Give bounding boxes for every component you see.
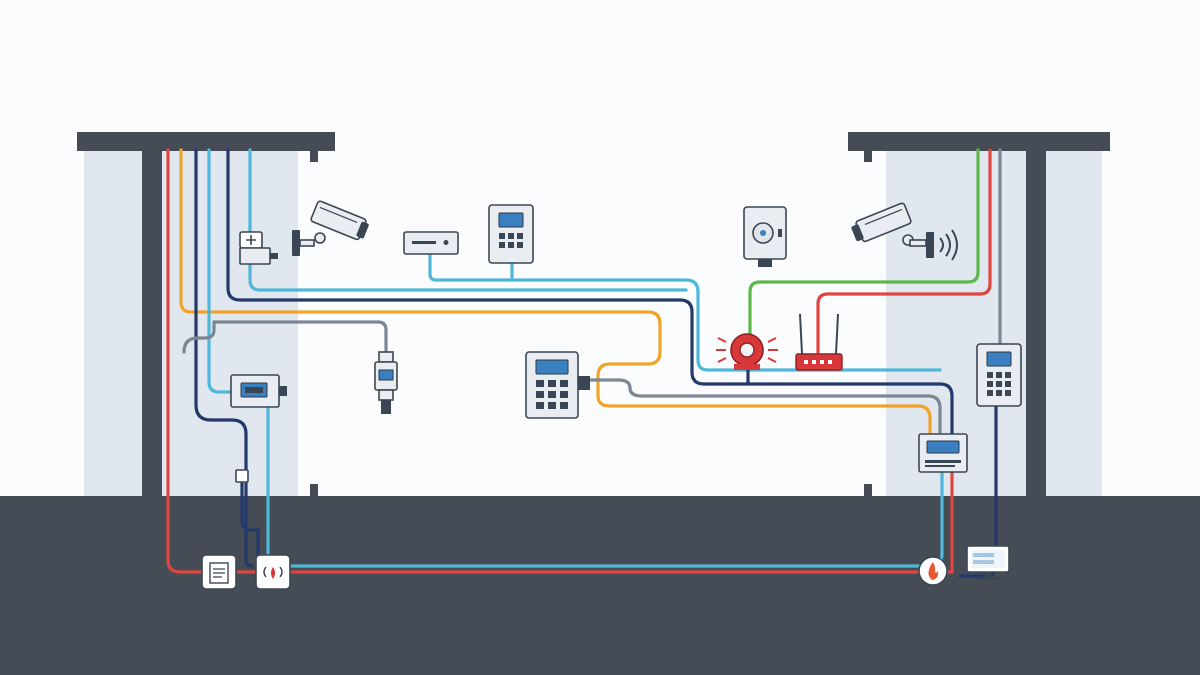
wireless-router-icon[interactable]	[795, 313, 843, 371]
keypad-icon[interactable]	[976, 343, 1022, 407]
monitor-icon[interactable]: 8888888 8888888	[966, 545, 1010, 580]
wire-green	[748, 148, 980, 362]
alarm-siren-icon[interactable]	[716, 333, 778, 370]
left-floor-tab	[310, 484, 318, 496]
smoke-sensor-icon[interactable]	[255, 554, 291, 590]
wire-gray	[588, 378, 942, 442]
security-camera-icon[interactable]	[850, 202, 958, 261]
right-ceiling-beam	[848, 132, 1110, 151]
control-panel-icon[interactable]	[918, 433, 968, 473]
safe-icon[interactable]	[743, 206, 787, 267]
security-camera-icon[interactable]	[292, 200, 370, 256]
left-wall-structure	[77, 132, 335, 496]
wire-light-blue	[428, 252, 942, 372]
wire-gray	[182, 320, 388, 358]
right-beam-tab	[864, 150, 872, 162]
right-floor-tab	[864, 484, 872, 496]
card-reader-icon[interactable]	[403, 231, 459, 255]
wire-navy	[240, 478, 260, 568]
keypad-icon[interactable]	[488, 204, 534, 264]
junction-box-icon[interactable]	[201, 554, 237, 590]
wire-red	[166, 148, 932, 574]
wire-orange	[179, 148, 932, 442]
right-floor-beam	[848, 496, 1110, 516]
left-beam-tab	[310, 150, 318, 162]
clip-sensor-icon[interactable]	[235, 469, 249, 483]
wire-red	[816, 148, 992, 354]
fire-sensor-icon[interactable]	[918, 556, 948, 586]
wire-light-blue	[207, 148, 234, 394]
svg-text:8888888: 8888888	[973, 553, 994, 559]
left-floor-beam	[77, 496, 335, 516]
keypad-icon[interactable]	[525, 351, 590, 419]
cable-connector-icon[interactable]	[374, 351, 398, 414]
network-jack-icon[interactable]	[230, 374, 287, 408]
wall-module-icon[interactable]	[239, 231, 278, 265]
right-column	[1026, 150, 1046, 496]
wire-light-blue	[248, 148, 688, 292]
left-ceiling-beam	[77, 132, 335, 151]
wire-navy	[226, 148, 954, 442]
floor-slab	[0, 496, 1200, 675]
wire-navy	[194, 148, 254, 568]
svg-text:8888888: 8888888	[973, 560, 994, 566]
left-column	[142, 150, 162, 496]
wires	[166, 148, 1002, 578]
